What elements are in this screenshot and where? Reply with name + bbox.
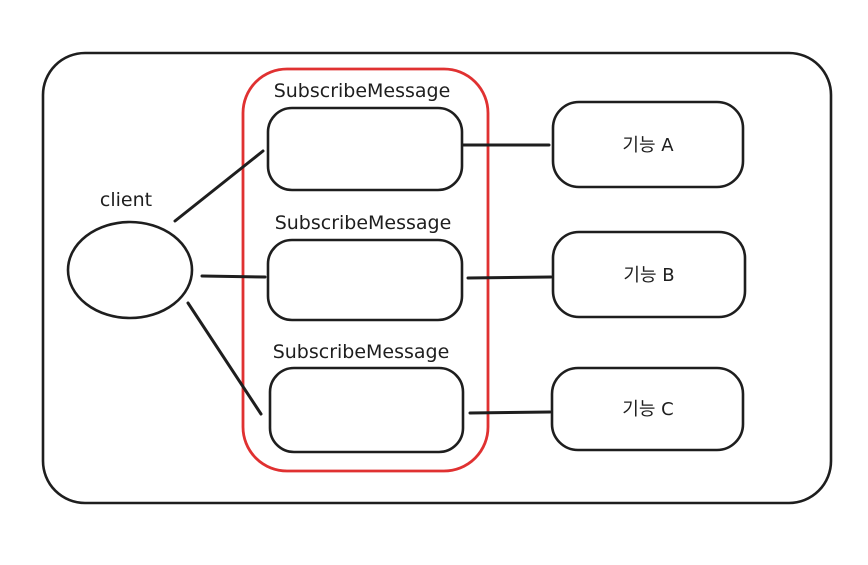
subscribe-label-1: SubscribeMessage [274, 80, 451, 102]
connector-client-to-subscribe-1 [173, 149, 265, 223]
subscribe-box-1 [266, 106, 464, 192]
function-label-a: 기능 A [622, 135, 674, 156]
function-label-b: 기능 B [623, 265, 674, 286]
subscribe-box-3 [268, 366, 465, 454]
outer-border [41, 51, 833, 505]
subscribe-group-border [241, 67, 490, 473]
client-circle [66, 220, 194, 320]
client-label: client [100, 189, 152, 211]
connector-subscribe-2-to-function-b [466, 275, 553, 280]
connector-client-to-subscribe-2 [200, 274, 267, 279]
subscribe-label-3: SubscribeMessage [273, 341, 450, 363]
subscribe-label-2: SubscribeMessage [275, 212, 452, 234]
function-label-c: 기능 C [622, 399, 673, 420]
function-box-b [551, 230, 747, 319]
connector-subscribe-3-to-function-c [468, 410, 552, 415]
function-box-c [550, 366, 745, 452]
subscribe-box-2 [266, 238, 464, 322]
function-box-a [551, 100, 745, 189]
connector-client-to-subscribe-3 [186, 301, 263, 416]
